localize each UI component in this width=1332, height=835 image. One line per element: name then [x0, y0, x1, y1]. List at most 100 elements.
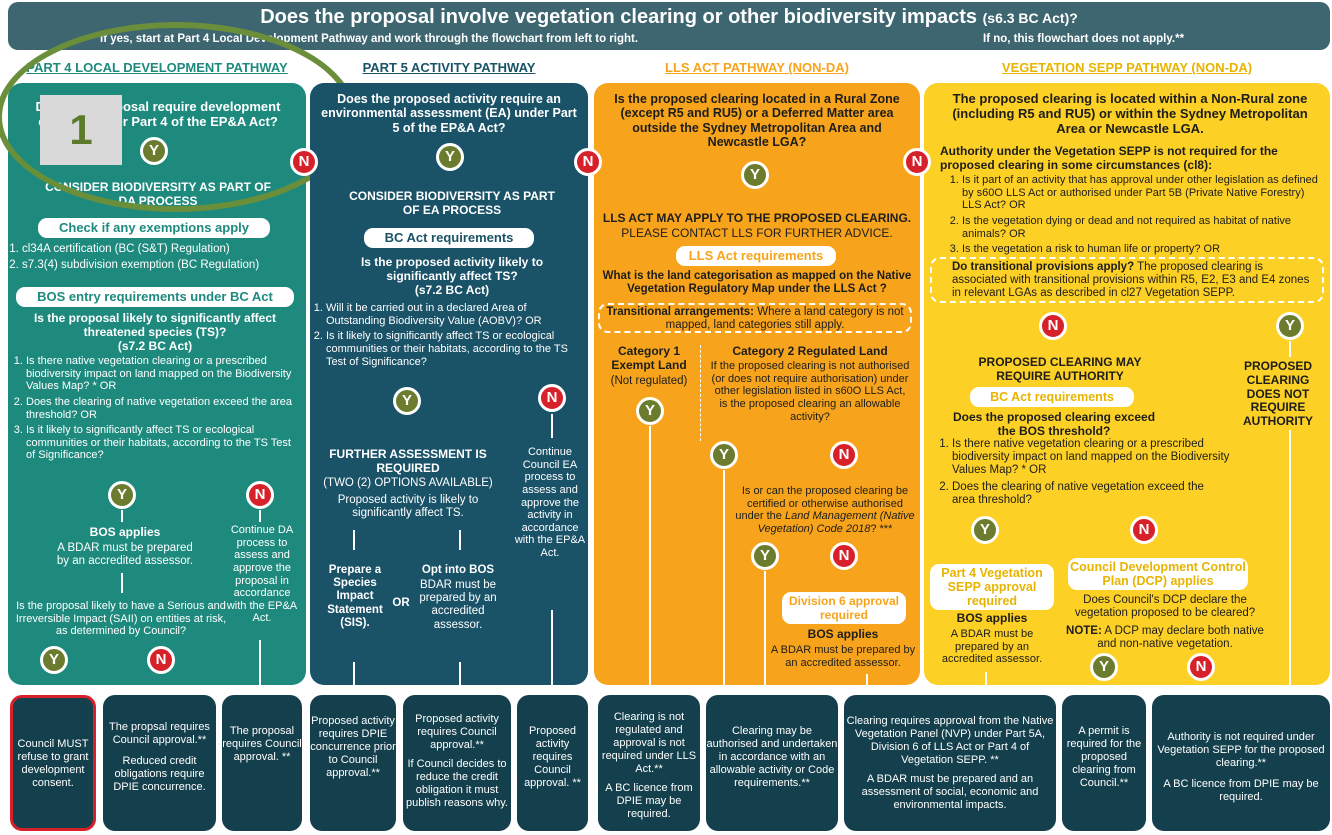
connector: [866, 674, 868, 692]
code-name: Land Management (Native Vegetation) Code…: [757, 510, 915, 535]
transitional-question: Do transitional provisions apply?: [952, 261, 1135, 273]
outcome-text: Clearing requires approval from the Nati…: [846, 715, 1054, 766]
connector: [121, 573, 123, 593]
list-item: s7.3(4) subdivision exemption (BC Regula…: [22, 259, 304, 272]
note-text: A DCP may declare both native and non-na…: [1097, 625, 1264, 651]
outcome-box: Clearing is not regulated and approval i…: [598, 695, 700, 831]
outcome-text: Proposed activity requires DPIE concurre…: [310, 715, 396, 779]
list-item: cl34A certification (BC (S&T) Regulation…: [22, 243, 304, 256]
lls-contact: PLEASE CONTACT LLS FOR FURTHER ADVICE.: [621, 226, 893, 240]
sepp-not-required: Authority under the Vegetation SEPP is n…: [940, 144, 1278, 172]
connector: [723, 470, 725, 692]
code-question: Is or can the proposed clearing be certi…: [734, 485, 916, 536]
transitional-box: [598, 303, 912, 333]
category2-text: If the proposed clearing is not authoris…: [710, 360, 910, 423]
no-marker: N: [147, 646, 175, 674]
part5-consider: CONSIDER BIODIVERSITY AS PART OF EA PROC…: [349, 189, 555, 217]
list-item: Does the clearing of native vegetation e…: [952, 481, 1230, 507]
sepp-transitional-box: [930, 257, 1324, 303]
yes-marker: Y: [393, 387, 421, 415]
part5-question: Does the proposed activity require an en…: [321, 92, 577, 135]
category1-label: Category 1 Exempt Land: [611, 344, 687, 372]
transitional-detail: The proposed clearing is associated with…: [952, 261, 1310, 300]
sepp-transitional: Do transitional provisions apply? The pr…: [952, 261, 1314, 301]
part5-ts-question: Is the proposed activity likely to signi…: [360, 255, 544, 283]
division6-pill: Division 6 approval required: [782, 592, 906, 624]
sepp-may-require: PROPOSED CLEARING MAY REQUIRE AUTHORITY: [978, 355, 1142, 383]
transitional-label: Transitional arrangements:: [606, 306, 755, 318]
connector: [259, 510, 261, 522]
sepp-no-authority: PROPOSED CLEARING DOES NOT REQUIRE AUTHO…: [1243, 359, 1313, 429]
yes-marker: Y: [1276, 312, 1304, 340]
list-item: Is there native vegetation clearing or a…: [952, 438, 1230, 478]
part4-continue: Continue DA process to assess and approv…: [226, 524, 298, 625]
part5-continue: Continue Council EA process to assess an…: [514, 446, 586, 560]
no-marker: N: [1130, 516, 1158, 544]
connector: [459, 530, 461, 550]
category2-label: Category 2 Regulated Land: [732, 344, 888, 358]
two-options: (TWO (2) OPTIONS AVAILABLE): [323, 477, 493, 489]
no-marker: N: [290, 148, 318, 176]
lls-question: Is the proposed clearing located in a Ru…: [614, 92, 900, 150]
outcome-box: Proposed activity requires Council appro…: [403, 695, 511, 831]
list-item: Does the clearing of native vegetation e…: [26, 396, 298, 421]
or-label: OR: [392, 597, 410, 609]
sepp-bos-applies: BOS applies: [956, 611, 1028, 625]
outcome-text: Proposed activity requires Council appro…: [415, 713, 499, 751]
outcome-text: Proposed activity requires Council appro…: [524, 725, 581, 789]
outcome-note: A BDAR must be prepared and an assessmen…: [861, 772, 1039, 811]
no-marker: N: [246, 481, 274, 509]
no-marker: N: [830, 542, 858, 570]
yes-marker: Y: [40, 646, 68, 674]
outcome-note: A BC licence from DPIE may be required.: [1163, 777, 1319, 803]
no-marker: N: [1187, 653, 1215, 681]
step-number-badge: 1: [40, 95, 122, 165]
outcome-box: Authority is not required under Vegetati…: [1152, 695, 1330, 831]
connector: [1289, 341, 1291, 357]
list-item: Is the vegetation dying or dead and not …: [962, 215, 1326, 240]
yes-marker: Y: [108, 481, 136, 509]
lls-may-apply: LLS ACT MAY APPLY TO THE PROPOSED CLEARI…: [602, 211, 912, 225]
lls-bos-applies: BOS applies: [807, 627, 879, 641]
outcome-box: The proposal requires Council approval. …: [222, 695, 302, 831]
transitional-text: Transitional arrangements: Where a land …: [604, 306, 906, 332]
outcome-text: The proposal requires Council approval. …: [222, 725, 302, 763]
exemptions-pill: Check if any exemptions apply: [38, 218, 270, 238]
exemptions-list: cl34A certification (BC (S&T) Regulation…: [0, 243, 304, 275]
connector: [764, 571, 766, 692]
yes-marker: Y: [436, 143, 464, 171]
list-item: Is there native vegetation clearing or a…: [26, 355, 298, 393]
note-label: NOTE:: [1066, 625, 1102, 637]
part5-ts-ref: (s7.2 BC Act): [414, 283, 490, 297]
list-item: Is it likely to significantly affect TS …: [326, 330, 586, 368]
sis-option: Prepare a Species Impact Statement (SIS)…: [327, 564, 383, 629]
lls-pill: LLS Act requirements: [676, 246, 836, 266]
further-assessment: FURTHER ASSESSMENT IS REQUIRED: [329, 447, 487, 475]
yes-marker: Y: [741, 161, 769, 189]
dcp-note: NOTE: A DCP may declare both native and …: [1066, 625, 1264, 651]
connector: [985, 672, 987, 692]
part4-criteria: Is there native vegetation clearing or a…: [4, 355, 298, 465]
main-question-ref: (s6.3 BC Act)?: [982, 10, 1078, 26]
saii-question: Is the proposal likely to have a Serious…: [15, 600, 227, 638]
category1-note: (Not regulated): [610, 375, 688, 387]
yes-marker: Y: [751, 542, 779, 570]
main-question-text: Does the proposal involve vegetation cle…: [260, 6, 978, 28]
transitional-detail: Where a land category is not mapped, lan…: [665, 306, 904, 332]
sepp-title: The proposed clearing is located within …: [952, 91, 1308, 136]
outcome-text: Council MUST refuse to grant development…: [17, 738, 89, 789]
connector: [649, 426, 651, 692]
part4-sepp-pill: Part 4 Vegetation SEPP approval required: [930, 564, 1054, 610]
part4-ts-question: Is the proposal likely to significantly …: [33, 311, 277, 339]
no-marker: N: [830, 441, 858, 469]
list-item: Is it part of an activity that has appro…: [962, 174, 1326, 212]
list-item: Is the vegetation a risk to human life o…: [962, 243, 1326, 256]
part5-criteria: Will it be carried out in a declared Are…: [304, 302, 586, 371]
dcp-pill: Council Development Control Plan (DCP) a…: [1068, 558, 1248, 590]
pathway-heading-lls: LLS ACT PATHWAY (NON-DA): [665, 60, 849, 75]
outcome-text: Clearing may be authorised and undertake…: [706, 725, 838, 789]
part4-ts-ref: (s7.2 BC Act): [117, 339, 193, 353]
part4-bos-applies: BOS applies: [89, 525, 161, 539]
part5-panel: [310, 83, 588, 685]
outcome-text: A permit is required for the proposed cl…: [1066, 725, 1142, 789]
